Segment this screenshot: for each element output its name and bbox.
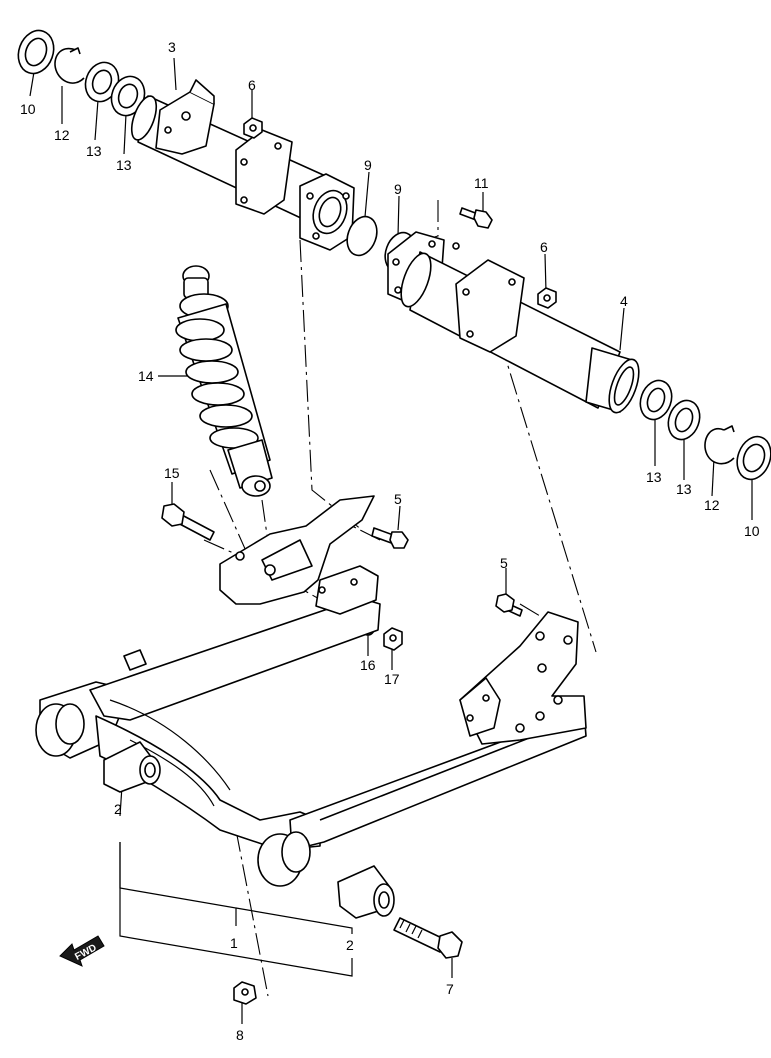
callout-13-left-a: 13 xyxy=(86,143,102,159)
callout-12-left: 12 xyxy=(54,127,70,143)
left-pivot-assembly xyxy=(17,29,378,257)
callout-15: 15 xyxy=(164,465,180,481)
callout-17: 17 xyxy=(384,671,400,687)
callout-10-left: 10 xyxy=(20,101,36,117)
callout-13-left-b: 13 xyxy=(116,157,132,173)
bushings xyxy=(103,741,395,919)
callout-1: 1 xyxy=(230,935,238,951)
callout-10-right: 10 xyxy=(744,523,760,539)
callout-11: 11 xyxy=(474,175,489,191)
callout-5-top: 5 xyxy=(394,491,402,507)
rear-shock-absorber xyxy=(175,265,273,497)
callout-13-right-a: 13 xyxy=(646,469,662,485)
callout-12-right: 12 xyxy=(704,497,720,513)
callout-14: 14 xyxy=(138,368,154,384)
callout-6-left: 6 xyxy=(248,77,256,93)
callout-5-right: 5 xyxy=(500,555,508,571)
callout-4: 4 xyxy=(620,293,628,309)
callout-9-left: 9 xyxy=(364,157,372,173)
callout-7: 7 xyxy=(446,981,454,997)
callout-2-left: 2 xyxy=(114,801,122,817)
fwd-label: FWD xyxy=(73,942,98,962)
fwd-arrow-icon: FWD xyxy=(59,935,105,967)
callout-2-right: 2 xyxy=(346,937,354,953)
callout-8: 8 xyxy=(236,1027,244,1043)
callout-9-right: 9 xyxy=(394,181,402,197)
callout-16: 16 xyxy=(360,657,376,673)
callout-13-right-b: 13 xyxy=(676,481,692,497)
callout-3: 3 xyxy=(168,39,176,55)
fasteners xyxy=(161,503,523,1005)
callout-6-right: 6 xyxy=(540,239,548,255)
swingarm xyxy=(35,495,587,887)
right-pivot-assembly xyxy=(384,207,771,481)
